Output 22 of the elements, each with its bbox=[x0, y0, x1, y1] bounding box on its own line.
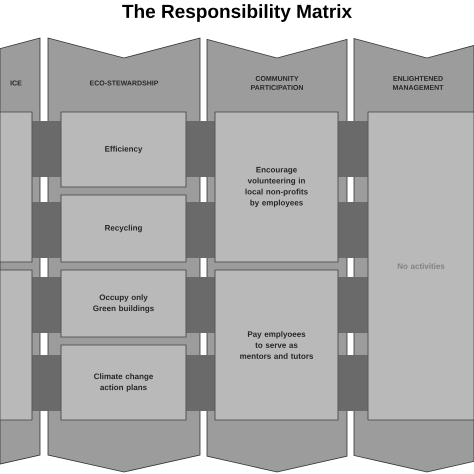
title: The Responsibility Matrix bbox=[122, 4, 352, 22]
connector-tube bbox=[186, 355, 215, 411]
connector-tube bbox=[338, 277, 368, 333]
box bbox=[0, 112, 32, 262]
activity-box: No activities bbox=[368, 112, 474, 420]
connector-tube bbox=[32, 277, 61, 333]
activity-box: Occupy only Green buildings bbox=[60, 270, 186, 338]
connector-tube bbox=[338, 202, 368, 258]
activity-box: Efficiency bbox=[60, 112, 186, 188]
activity-box: Encourage volunteering in local non-profits by employees bbox=[214, 112, 338, 262]
connector-tube bbox=[338, 121, 368, 177]
activity-box: Pay emplyoees to serve as mentors and tutors bbox=[214, 270, 338, 420]
activity-box: Climate change action plans bbox=[60, 344, 186, 420]
connector-tube bbox=[32, 355, 61, 411]
box bbox=[0, 270, 32, 420]
connector-tube bbox=[186, 202, 215, 258]
connector-tube bbox=[32, 202, 61, 258]
connector-tube bbox=[186, 277, 215, 333]
activity-box: Recycling bbox=[60, 194, 186, 262]
connector-tube bbox=[32, 121, 61, 177]
connector-tube bbox=[338, 355, 368, 411]
connector-tube bbox=[186, 121, 215, 177]
